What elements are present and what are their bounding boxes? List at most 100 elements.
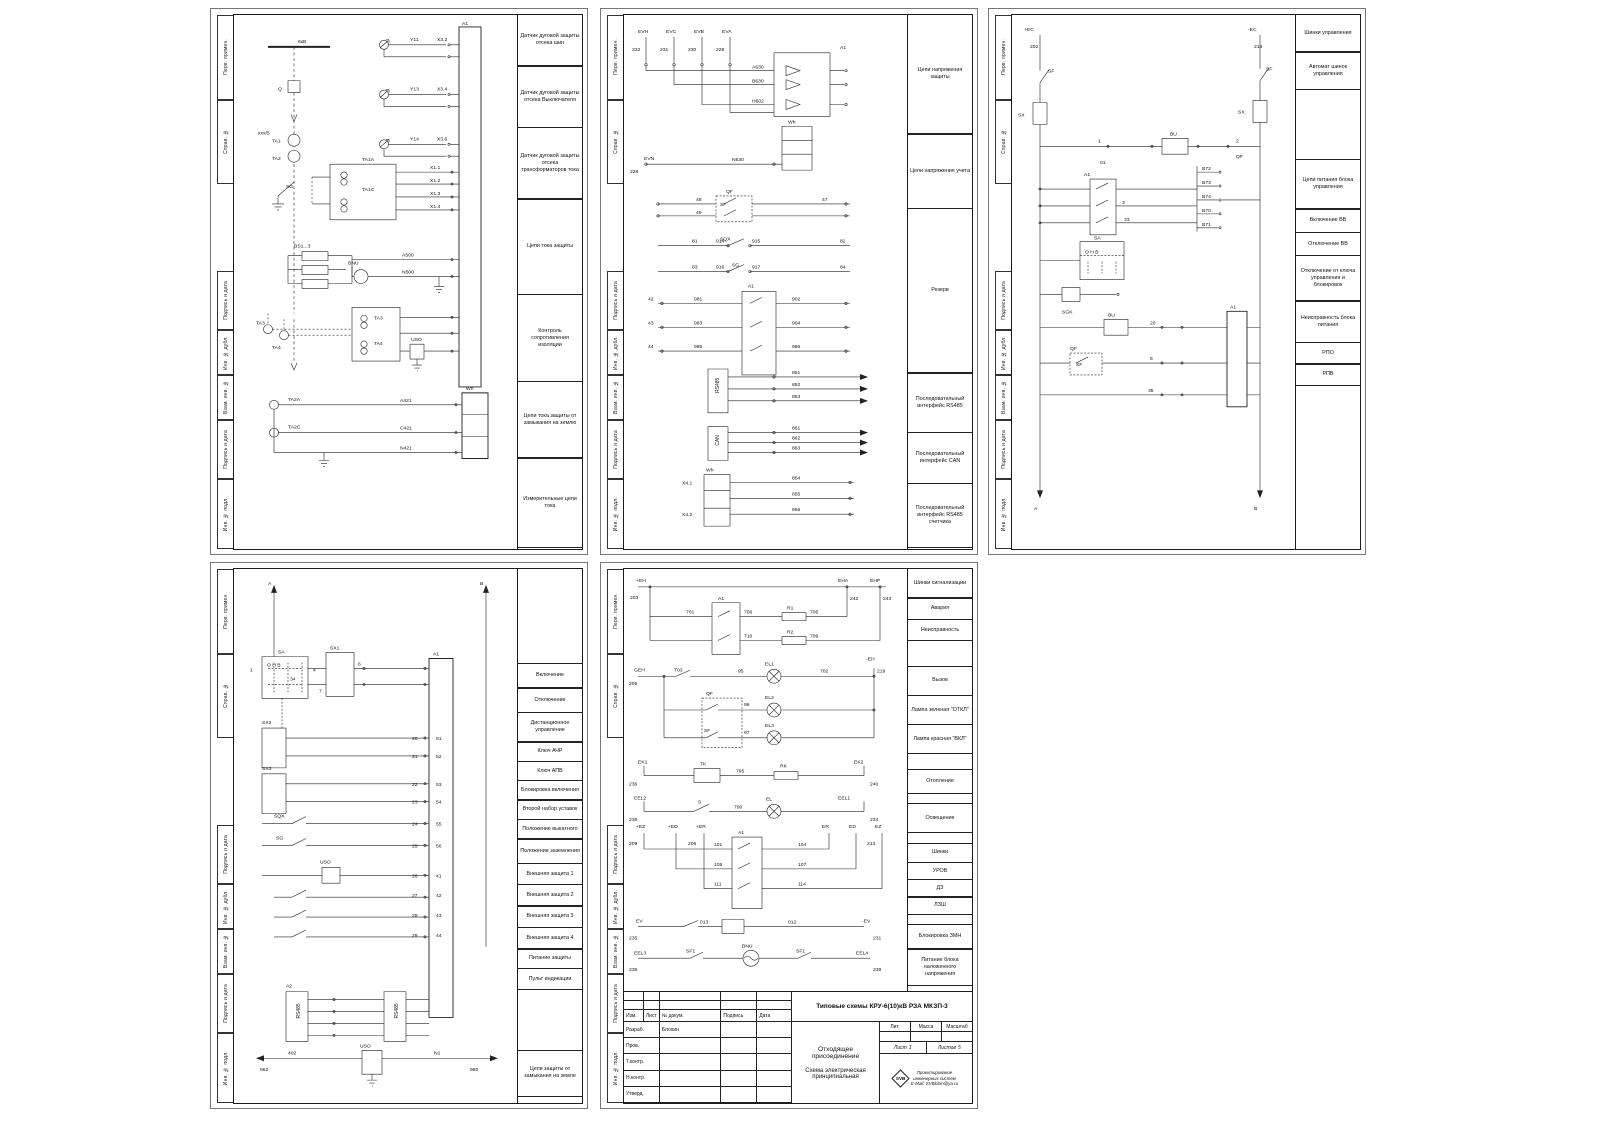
signature-row: Пров. bbox=[624, 1038, 791, 1055]
component-label: TA2C bbox=[288, 425, 301, 431]
component-label: 240 bbox=[870, 781, 879, 787]
component-label: TA1A bbox=[362, 157, 375, 163]
frame-stamp-label: Подпись и дата bbox=[995, 419, 1011, 480]
component-label: N1 bbox=[434, 1050, 441, 1056]
annotation-box: Цепи питания блока управления bbox=[1296, 159, 1360, 210]
annotation-box: Лампа зеленая "ОТКЛ" bbox=[908, 695, 972, 726]
component-label: C421 bbox=[400, 426, 412, 432]
component-label: SX bbox=[1238, 109, 1245, 115]
component-label: Wh bbox=[788, 119, 796, 125]
component-label: 22 bbox=[412, 782, 418, 788]
annotation-text: Отключение ВВ bbox=[1308, 240, 1348, 247]
component-label: 012 bbox=[788, 919, 797, 925]
frame-stamp-label: Перв. примен. bbox=[217, 569, 233, 654]
component-label: USO bbox=[320, 859, 331, 865]
component-label: A630 bbox=[752, 65, 764, 71]
frame-stamp-text: Инв. № дубл. bbox=[1000, 335, 1007, 370]
component-label: 34 bbox=[290, 676, 296, 682]
annotation-text: Последовательный интерфейс RS485 счетчик… bbox=[915, 505, 965, 526]
annotation-spacer bbox=[518, 569, 582, 664]
annotation-text: Цепи питания блока управления bbox=[1302, 177, 1354, 191]
component-label: R1 bbox=[787, 606, 794, 612]
component-label: SG bbox=[732, 263, 739, 269]
component-label: BU bbox=[1108, 312, 1115, 318]
component-label: 56 bbox=[436, 843, 442, 849]
annotation-box: ДЗ bbox=[908, 879, 972, 898]
lit-mass-scale-values bbox=[880, 1032, 972, 1042]
annotation-text: Внешняя защита 1 bbox=[526, 870, 574, 877]
component-label: X3.2 bbox=[437, 37, 447, 43]
annotation-box: Цепи напряжения защиты bbox=[908, 15, 972, 135]
component-label: 42 bbox=[648, 296, 654, 302]
component-label: 239 bbox=[873, 967, 882, 973]
frame-stamp-label: Взам. инв. № bbox=[217, 928, 233, 974]
component-label: EHP bbox=[870, 578, 881, 584]
annotation-box: Датчик дуговой защиты отсека шин bbox=[518, 15, 582, 67]
component-label: SQX bbox=[274, 814, 285, 820]
component-label: 234 bbox=[870, 817, 879, 823]
annotation-box: Внешняя защита 1 bbox=[518, 863, 582, 886]
annotation-box: Освещение bbox=[908, 803, 972, 834]
component-label: 205 bbox=[629, 681, 638, 687]
component-label: 111 bbox=[714, 882, 722, 888]
component-label: SF bbox=[1076, 362, 1082, 368]
annotation-box: Последовательный интерфейс RS485 bbox=[908, 372, 972, 433]
component-label: EL1 bbox=[765, 661, 774, 667]
frame-stamp-text: Подпись и дата bbox=[612, 835, 619, 874]
frame-stamp-text: Инв. № дубл. bbox=[612, 335, 619, 370]
component-label: SX1 bbox=[330, 646, 340, 652]
component-label: TA3 bbox=[256, 320, 265, 326]
component-label: QF bbox=[1236, 154, 1243, 160]
frame-stamp-label: Взам. инв. № bbox=[217, 374, 233, 420]
component-label: 853 bbox=[792, 394, 801, 400]
annotation-spacer bbox=[1296, 90, 1360, 160]
annotation-box: РПВ bbox=[1296, 363, 1360, 386]
component-label: B72 bbox=[1202, 166, 1211, 172]
annotation-box: Положение заземления bbox=[518, 838, 582, 864]
frame-stamp-text: Подпись и дата bbox=[1000, 430, 1007, 469]
annotation-box: Дистанционное управление bbox=[518, 712, 582, 743]
component-label: T03 bbox=[674, 667, 683, 673]
annotation-text: Пульт индикации bbox=[528, 975, 572, 982]
annotation-text: Контроль сопротивления изоляции bbox=[531, 327, 569, 348]
frame-stamp-label: Перв. примен. bbox=[995, 15, 1011, 100]
component-label: EK2 bbox=[854, 760, 864, 766]
annotation-text: Включение bbox=[536, 672, 564, 679]
annotation-box: Включение ВВ bbox=[1296, 208, 1360, 233]
component-label: 107 bbox=[798, 862, 807, 868]
frame-stamp-text: Подпись и дата bbox=[222, 430, 229, 469]
frame-stamp-label: Подпись и дата bbox=[217, 824, 233, 885]
component-label: 230 bbox=[688, 47, 697, 53]
annotation-text: Вызов bbox=[932, 677, 948, 684]
frame-stamp-text: Подпись и дата bbox=[222, 281, 229, 320]
component-label: N500 bbox=[402, 270, 414, 276]
component-label: X1.3 bbox=[430, 191, 440, 197]
component-label: 43 bbox=[648, 320, 654, 326]
annotation-spacer bbox=[1296, 386, 1360, 547]
component-label: BNU bbox=[348, 261, 359, 267]
annotation-text: Блокировка ЗМН bbox=[918, 933, 962, 940]
component-label: A1 bbox=[1230, 304, 1236, 310]
component-label: 2 bbox=[1236, 138, 1239, 144]
component-label: 52 bbox=[436, 754, 442, 760]
frame-stamp-label: Подпись и дата bbox=[995, 270, 1011, 331]
annotation-box: Авария bbox=[908, 597, 972, 620]
frame-stamp-label: Инв. № дубл. bbox=[217, 330, 233, 375]
annotation-box: Блокировка ЗМН bbox=[908, 924, 972, 950]
frame-stamp-text: Инв. № подл. bbox=[1000, 497, 1007, 532]
component-label: X1.1 bbox=[430, 165, 440, 171]
frame-stamp-text: Инв. № дубл. bbox=[612, 889, 619, 924]
component-label: xxx/5 bbox=[258, 130, 270, 136]
component-label: 83 bbox=[692, 265, 698, 271]
component-label: Q bbox=[278, 87, 282, 93]
annotation-text: Отключение bbox=[534, 696, 566, 703]
component-label: SF1 bbox=[796, 948, 805, 954]
schematic-linework bbox=[645, 37, 868, 526]
